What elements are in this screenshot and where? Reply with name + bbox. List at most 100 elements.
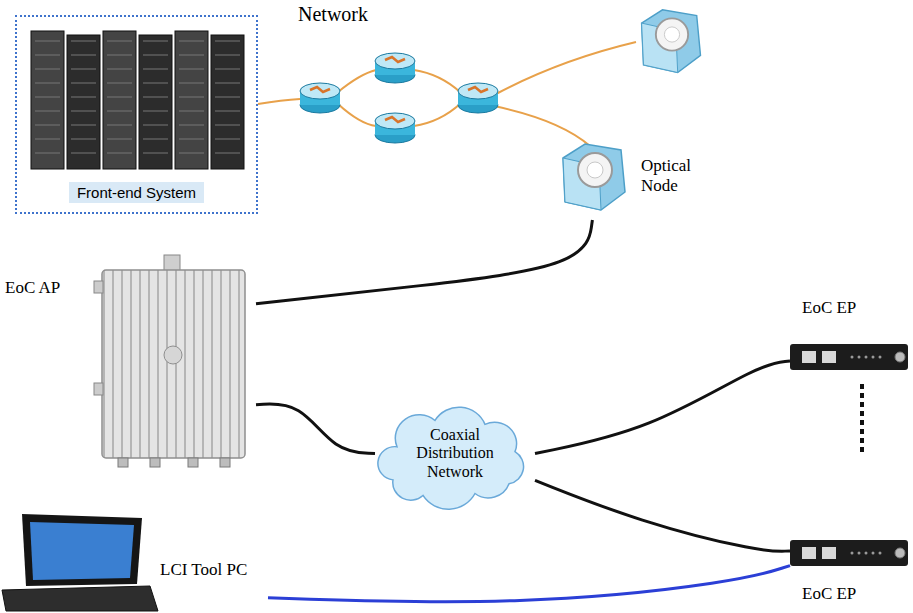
server-slot	[35, 125, 60, 126]
ap-bolt	[94, 281, 103, 293]
cable-connector	[268, 566, 790, 602]
server-slot	[71, 97, 96, 98]
server-slot	[179, 139, 204, 140]
server-slot	[71, 139, 96, 140]
server-slot	[215, 153, 240, 154]
server-slot	[107, 111, 132, 112]
server-slot	[107, 41, 132, 42]
laptop-screen-frame	[22, 514, 142, 586]
laptop-illustration	[0, 512, 160, 613]
server-slot	[143, 139, 168, 140]
node-label: LCI Tool PC	[160, 560, 268, 580]
server-slot	[71, 111, 96, 112]
server-slot	[179, 111, 204, 112]
server-slot	[179, 97, 204, 98]
router-mark	[385, 57, 405, 62]
node-label: Optical Node	[641, 156, 719, 195]
ap-bolt	[94, 383, 103, 395]
continuation-dot	[860, 429, 864, 434]
continuation-dot	[860, 411, 864, 416]
server-slot	[143, 111, 168, 112]
server-slot	[107, 83, 132, 84]
server-slot	[215, 125, 240, 126]
server-slot	[35, 111, 60, 112]
ep-port	[802, 351, 816, 363]
continuation-dot	[860, 402, 864, 407]
server-slot	[35, 97, 60, 98]
server-slot	[215, 55, 240, 56]
server-slot	[179, 125, 204, 126]
router-top	[375, 113, 415, 129]
server-slot	[35, 41, 60, 42]
cable-connector	[256, 220, 592, 304]
server-cabinet	[139, 35, 172, 169]
router-mark	[310, 87, 330, 92]
network-label: Network	[298, 3, 368, 26]
node-label: Front-end System	[69, 182, 204, 203]
ap-housing	[102, 270, 245, 458]
ep-led	[872, 356, 875, 359]
optical-node-lens-core	[587, 162, 603, 178]
ep-coax-port	[895, 548, 905, 558]
server-slot	[107, 69, 132, 70]
server-slot	[179, 55, 204, 56]
server-slot	[215, 83, 240, 84]
eoc-ep: EoC EP	[790, 298, 913, 372]
eoc-ap-device	[100, 255, 250, 470]
server-slot	[35, 55, 60, 56]
server-slot	[143, 153, 168, 154]
ep-led	[858, 552, 861, 555]
optical-node-lens	[656, 18, 688, 50]
server-slot	[107, 55, 132, 56]
router-icon	[375, 113, 415, 143]
ep-housing	[790, 344, 908, 370]
eoc-ep-device	[790, 344, 910, 372]
server-slot	[71, 83, 96, 84]
server-slot	[71, 153, 96, 154]
ep-led	[872, 552, 875, 555]
cable-connector	[256, 404, 375, 454]
optical-node-icon	[642, 10, 701, 73]
ep-led	[879, 356, 882, 359]
eoc-ep: EoC EP	[790, 540, 913, 613]
server-slot	[35, 69, 60, 70]
server-slot	[107, 153, 132, 154]
eoc-ap: EoC AP	[5, 250, 256, 465]
ep-housing	[790, 540, 908, 566]
router-icon	[458, 83, 498, 113]
lci-tool-pc: LCI Tool PC	[0, 512, 268, 613]
server-slot	[215, 41, 240, 42]
server-slot	[71, 69, 96, 70]
server-cabinet	[67, 35, 100, 169]
server-slot	[143, 55, 168, 56]
eoc-ep-device	[790, 540, 910, 568]
laptop-base	[2, 586, 158, 611]
router-icon	[375, 53, 415, 83]
server-slot	[143, 125, 168, 126]
server-slot	[143, 41, 168, 42]
ep-port	[802, 547, 816, 559]
ep-led	[851, 356, 854, 359]
ep-led	[858, 356, 861, 359]
server-cabinet	[31, 31, 64, 169]
router-icon	[300, 83, 340, 113]
continuation-dot	[860, 384, 864, 389]
router-mark	[468, 87, 488, 92]
optical-node-body	[642, 10, 701, 73]
ep-led	[879, 552, 882, 555]
label-holder: Network	[298, 3, 368, 26]
server-cabinet	[103, 31, 136, 169]
ap-bottom-port	[220, 458, 230, 467]
server-slot	[71, 41, 96, 42]
optical-node-lens	[578, 153, 612, 187]
node-label: Coaxial Distribution Network	[399, 426, 511, 481]
cable-connector	[535, 480, 790, 551]
ap-top-port	[164, 255, 180, 271]
server-cabinet	[175, 31, 208, 169]
optical-node: Optical Node	[555, 140, 725, 220]
server-slot	[35, 83, 60, 84]
server-slot	[215, 111, 240, 112]
network-wire	[494, 106, 590, 146]
